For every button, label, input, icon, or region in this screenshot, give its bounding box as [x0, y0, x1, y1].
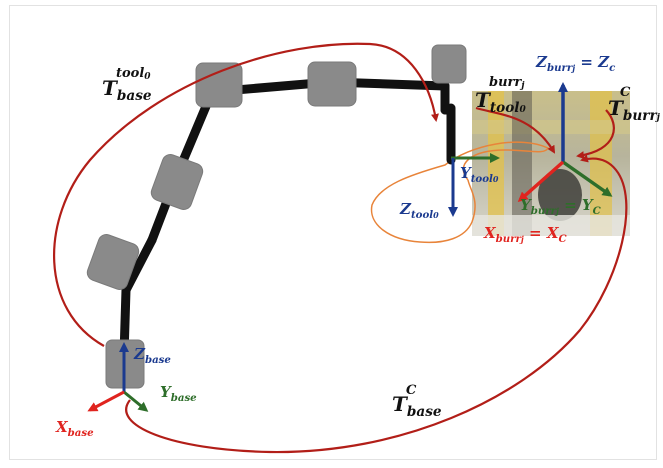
label-t-base-c-sup: C: [406, 384, 416, 397]
label-y-tool0: Ytool0: [460, 166, 498, 184]
label-t-burrj-c: Tburrj: [608, 98, 660, 124]
label-z-base: Zbase: [134, 347, 171, 365]
label-t-burrj-c-sup: C: [620, 86, 630, 99]
label-z-tool0: Ztool0: [400, 202, 439, 220]
label-y-base: Ybase: [160, 385, 197, 403]
label-t-tool0-burrj-sup: burrj: [489, 76, 525, 91]
label-x-burr: Xburrj = XC: [484, 226, 567, 244]
label-t-base-tool0-sup: tool0: [116, 67, 151, 82]
label-x-base: Xbase: [56, 420, 94, 438]
label-y-burr: Yburrj = YC: [520, 198, 601, 216]
label-t-base-c: Tbase: [392, 394, 442, 420]
label-t-tool0-burrj: Ttool0: [475, 90, 526, 116]
label-z-burr: Zburrj = Zc: [536, 55, 615, 73]
